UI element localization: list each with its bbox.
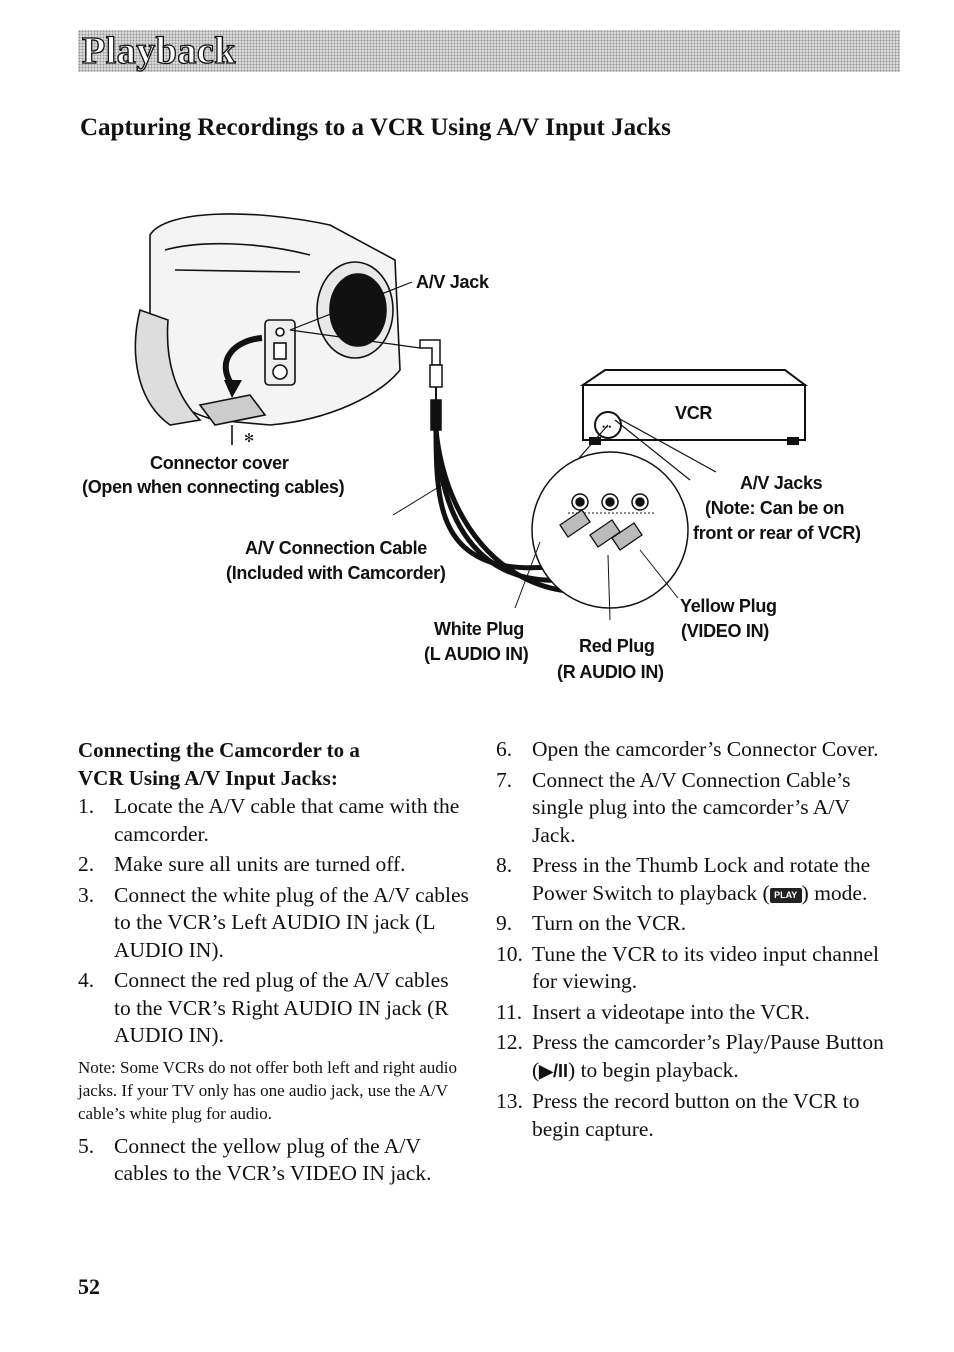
label-yellow-plug: Yellow Plug (680, 596, 777, 616)
step-10: 10.Tune the VCR to its video input chann… (496, 941, 879, 994)
label-av-jack: A/V Jack (416, 272, 489, 292)
label-av-cable-note: (Included with Camcorder) (226, 563, 446, 583)
page-number: 52 (78, 1274, 100, 1299)
label-yellow-plug-note: (VIDEO IN) (681, 621, 770, 641)
label-vcr: VCR (675, 403, 713, 423)
step-6: 6.Open the camcorder’s Connector Cover. (496, 737, 879, 761)
step-8: 8.Press in the Thumb Lock and rotate the… (496, 853, 871, 905)
step-5: 5.Connect the yellow plug of the A/V cab… (78, 1133, 432, 1186)
vcr-illustration: ••• (579, 369, 808, 445)
label-av-jacks: A/V Jacks (740, 473, 823, 493)
header-banner: Playback (78, 29, 900, 73)
step-9: 9.Turn on the VCR. (496, 911, 687, 935)
label-white-plug-note: (L AUDIO IN) (424, 644, 529, 664)
step-4: 4.Connect the red plug of the A/V cables… (78, 968, 449, 1047)
step-11: 11.Insert a videotape into the VCR. (496, 999, 810, 1024)
label-connector-cover: Connector cover (150, 453, 289, 473)
rca-plugs (559, 509, 643, 551)
instructions-subhead: Connecting the Camcorder to a VCR Using … (78, 738, 360, 790)
step-12: 12.Press the camcorder’s Play/Pause Butt… (496, 1030, 884, 1082)
step-2: 2.Make sure all units are turned off. (78, 852, 406, 876)
svg-text:✻: ✻ (244, 431, 254, 445)
step-7: 7.Connect the A/V Connection Cable’s sin… (496, 767, 851, 847)
camcorder-illustration: ✻ (134, 213, 401, 445)
right-column: 6.Open the camcorder’s Connector Cover. … (496, 736, 886, 1146)
label-connector-cover-note: (Open when connecting cables) (82, 477, 345, 497)
step-1: 1.Locate the A/V cable that came with th… (78, 794, 460, 846)
play-mode-icon: PLAY (769, 887, 802, 903)
label-red-plug-note: (R AUDIO IN) (557, 662, 664, 682)
play-pause-icon: ▶/II (539, 1060, 569, 1081)
label-av-jacks-note: (Note: Can be on (705, 498, 845, 518)
section-title: Capturing Recordings to a VCR Using A/V … (80, 114, 671, 141)
step-3: 3.Connect the white plug of the A/V cabl… (78, 882, 469, 962)
left-column: Connecting the Camcorder to a VCR Using … (78, 736, 470, 1191)
rca-jacks (568, 493, 655, 514)
connection-illustration: ✻ ••• (134, 213, 808, 621)
audio-note: Note: Some VCRs do not offer both left a… (78, 1057, 458, 1123)
mini-plug (419, 339, 443, 431)
label-white-plug: White Plug (434, 619, 524, 639)
step-13: 13.Press the record button on the VCR to… (496, 1089, 860, 1141)
connection-diagram: ✻ ••• (0, 180, 954, 700)
label-av-cable: A/V Connection Cable (245, 538, 428, 558)
label-red-plug: Red Plug (579, 636, 655, 656)
banner-title: Playback (81, 29, 236, 72)
label-av-jacks-note-2: front or rear of VCR) (693, 523, 861, 543)
